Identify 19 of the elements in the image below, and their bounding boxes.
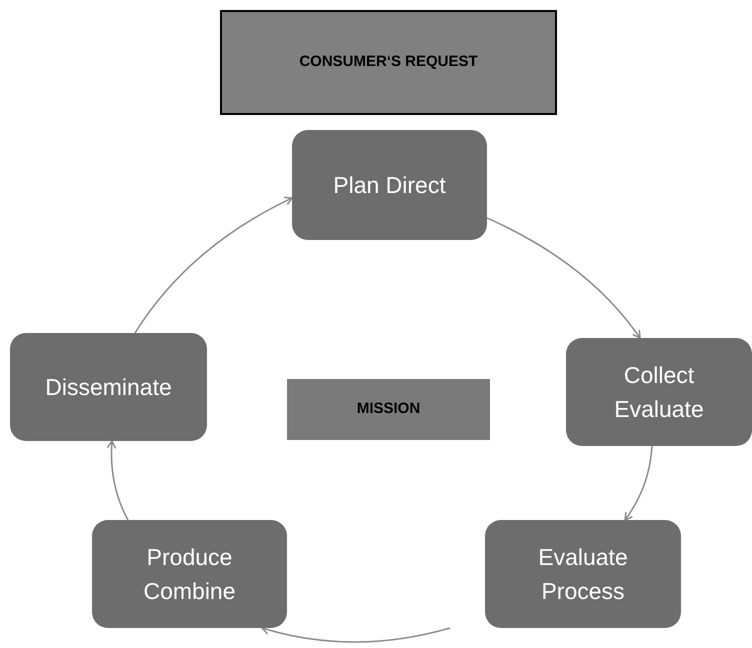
process-box: [92, 520, 287, 628]
node-label: Plan Direct: [333, 170, 446, 200]
process-box: [566, 338, 752, 446]
node-label: Produce Combine: [142, 542, 237, 606]
node-label: MISSION: [356, 399, 420, 420]
process-box: [485, 520, 681, 628]
arrow: [624, 446, 653, 521]
process-box: [10, 333, 207, 441]
arrow: [134, 196, 293, 334]
node-label: Collect Evaluate: [613, 360, 705, 424]
node-label: Disseminate: [45, 372, 172, 402]
arrow: [261, 625, 450, 643]
arrow: [106, 440, 129, 520]
node-label: Evaluate Process: [537, 542, 629, 606]
header-box: [220, 10, 557, 115]
arrow: [486, 217, 641, 339]
process-box: [292, 130, 487, 240]
node-label: CONSUMER‘S REQUEST: [299, 52, 478, 72]
center-box: [287, 379, 490, 440]
